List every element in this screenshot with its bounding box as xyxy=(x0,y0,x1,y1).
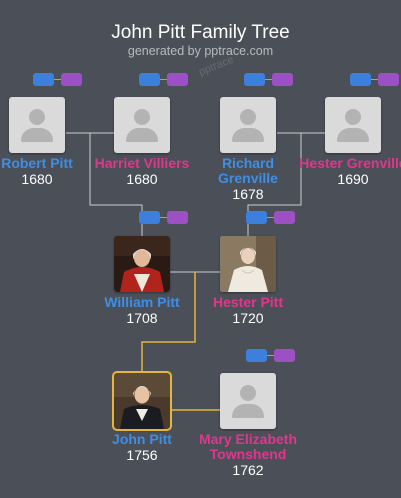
add-parents-hester-pitt[interactable] xyxy=(246,211,296,225)
button-link xyxy=(54,79,61,80)
person-name: William Pitt xyxy=(104,294,180,310)
avatar-placeholder-icon xyxy=(325,97,381,153)
button-link xyxy=(160,79,167,80)
button-link xyxy=(267,217,274,218)
add-mother-button[interactable] xyxy=(167,211,188,224)
add-parents-richard[interactable] xyxy=(244,73,294,87)
tree-subtitle: generated by pptrace.com xyxy=(127,44,274,58)
person-birth-year: 1680 xyxy=(21,171,53,187)
person-name: John Pitt xyxy=(112,431,172,447)
add-mother-button[interactable] xyxy=(61,73,82,86)
portrait-photo xyxy=(114,236,170,292)
add-father-button[interactable] xyxy=(139,211,160,224)
person-birth-year: 1680 xyxy=(126,171,158,187)
add-father-button[interactable] xyxy=(244,73,265,86)
portrait-photo xyxy=(112,371,172,431)
person-name: Hester Pitt xyxy=(212,294,284,310)
add-parents-william[interactable] xyxy=(139,211,189,225)
avatar-placeholder-icon xyxy=(220,373,276,429)
portrait-dark-coat-icon xyxy=(114,373,170,429)
add-parents-harriet[interactable] xyxy=(139,73,189,87)
add-mother-button[interactable] xyxy=(378,73,399,86)
person-card-richard-grenville[interactable]: Richard Grenville 1678 xyxy=(193,97,303,202)
person-card-harriet-villiers[interactable]: Harriet Villiers 1680 xyxy=(87,97,197,187)
portrait-photo xyxy=(220,236,276,292)
button-link xyxy=(160,217,167,218)
portrait-red-robe-icon xyxy=(114,236,170,292)
person-name: Richard Grenville xyxy=(218,155,278,186)
tree-title: John Pitt Family Tree xyxy=(111,22,290,43)
person-birth-year: 1720 xyxy=(232,310,264,326)
person-birth-year: 1708 xyxy=(126,310,158,326)
portrait-white-gown-icon xyxy=(220,236,276,292)
person-name: Harriet Villiers xyxy=(94,155,190,171)
person-birth-year: 1678 xyxy=(232,186,264,202)
button-link xyxy=(265,79,272,80)
person-name: Hester Grenville xyxy=(299,155,401,171)
add-parents-robert[interactable] xyxy=(33,73,83,87)
person-card-hester-grenville[interactable]: Hester Grenville 1690 xyxy=(298,97,401,187)
avatar-placeholder-icon xyxy=(114,97,170,153)
person-card-robert-pitt[interactable]: Robert Pitt 1680 xyxy=(0,97,92,187)
person-name: Robert Pitt xyxy=(1,155,73,171)
person-card-mary-elizabeth-townshend[interactable]: Mary Elizabeth Townshend 1762 xyxy=(193,373,303,478)
person-card-william-pitt[interactable]: William Pitt 1708 xyxy=(87,236,197,326)
button-link xyxy=(371,79,378,80)
add-mother-button[interactable] xyxy=(274,211,295,224)
add-parents-mary[interactable] xyxy=(246,349,296,363)
add-father-button[interactable] xyxy=(33,73,54,86)
person-card-john-pitt[interactable]: John Pitt 1756 xyxy=(87,371,197,463)
add-father-button[interactable] xyxy=(139,73,160,86)
person-birth-year: 1756 xyxy=(126,447,158,463)
avatar-placeholder-icon xyxy=(220,97,276,153)
person-name: Mary Elizabeth Townshend xyxy=(198,431,298,462)
add-father-button[interactable] xyxy=(246,211,267,224)
person-birth-year: 1690 xyxy=(337,171,369,187)
person-birth-year: 1762 xyxy=(232,462,264,478)
button-link xyxy=(267,355,274,356)
avatar-placeholder-icon xyxy=(9,97,65,153)
person-card-hester-pitt[interactable]: Hester Pitt 1720 xyxy=(193,236,303,326)
add-father-button[interactable] xyxy=(350,73,371,86)
add-parents-hester-grenville[interactable] xyxy=(350,73,400,87)
add-mother-button[interactable] xyxy=(274,349,295,362)
descent-line-john xyxy=(141,272,196,373)
add-mother-button[interactable] xyxy=(272,73,293,86)
add-mother-button[interactable] xyxy=(167,73,188,86)
add-father-button[interactable] xyxy=(246,349,267,362)
